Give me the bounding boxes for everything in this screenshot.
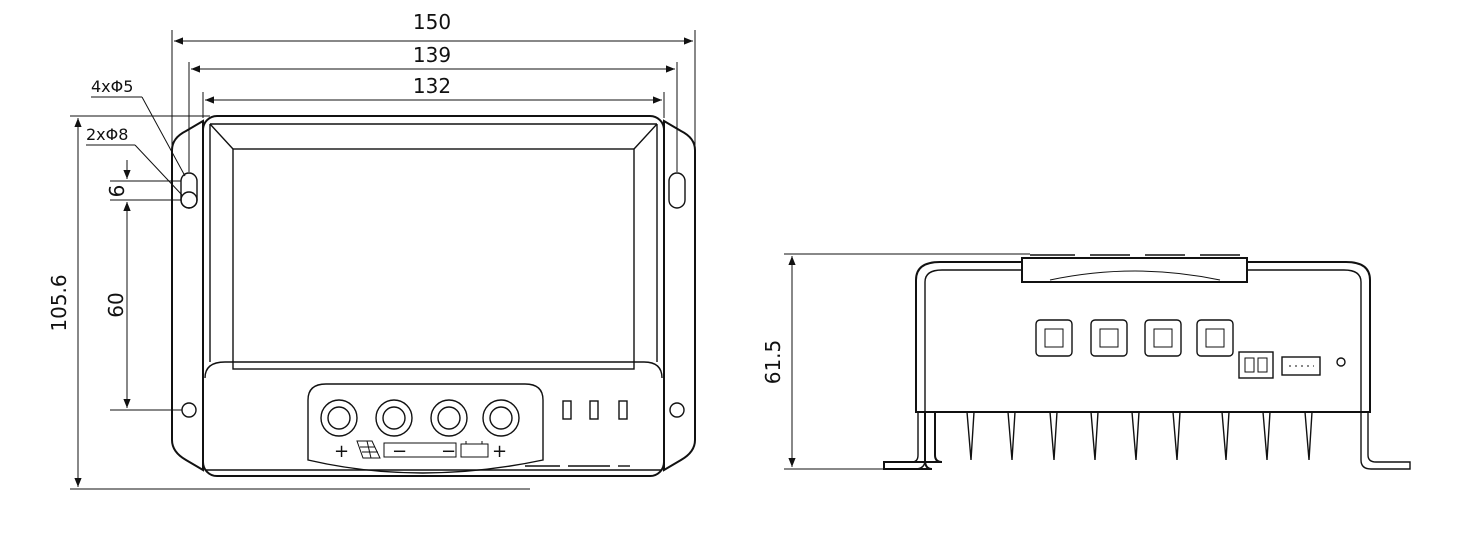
terminal-screws xyxy=(320,399,520,437)
side-lid xyxy=(1021,254,1248,283)
side-connectors xyxy=(1238,351,1346,379)
mounting-feet xyxy=(883,411,1411,470)
callout-4x-phi5: 4xΦ5 xyxy=(91,77,133,96)
lid-face xyxy=(232,148,635,370)
dim-6: 6 xyxy=(105,185,129,198)
pv-plus-label: + xyxy=(334,441,349,462)
terminal-cover-edge xyxy=(204,361,663,379)
housing-outline xyxy=(202,115,665,477)
dim-61-5: 61.5 xyxy=(761,340,785,385)
mounting-flange xyxy=(171,119,204,472)
dim-132: 132 xyxy=(413,74,451,98)
battery-icon xyxy=(460,441,489,458)
load-minus-label-2: − xyxy=(441,441,456,462)
load-bar-icon xyxy=(383,442,457,458)
status-leds xyxy=(562,400,628,420)
dim-105-6: 105.6 xyxy=(47,274,71,331)
battery-plus-label: + xyxy=(492,441,507,462)
side-housing xyxy=(915,261,1371,413)
callout-2x-phi8: 2xΦ8 xyxy=(86,125,128,144)
front-view: + − − + xyxy=(47,10,696,490)
side-buttons xyxy=(1035,319,1234,357)
dim-60: 60 xyxy=(104,292,128,317)
load-minus-label: − xyxy=(392,441,407,462)
terminal-block xyxy=(307,383,544,474)
mounting-flange-right xyxy=(663,119,696,472)
heatsink-fins xyxy=(966,411,1313,461)
dim-150: 150 xyxy=(413,10,451,34)
side-view: 61.5 xyxy=(761,253,1411,470)
dim-139: 139 xyxy=(413,43,451,67)
solar-panel-icon xyxy=(356,440,381,459)
